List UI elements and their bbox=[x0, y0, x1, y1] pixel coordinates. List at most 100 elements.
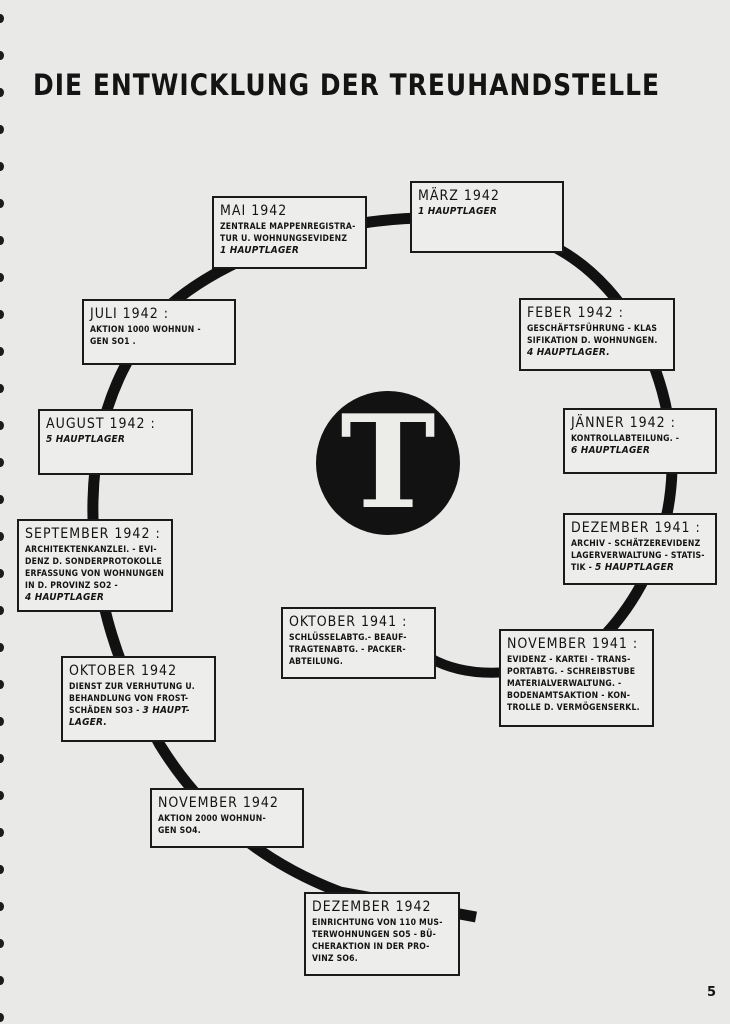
entry-text: EINRICHTUNG VON 110 MUS- bbox=[312, 918, 443, 928]
entry-hauptlager-count: 5 HAUPTLAGER bbox=[46, 434, 126, 445]
entry-line: ARCHIV - SCHÄTZEREVIDENZ bbox=[571, 538, 709, 550]
binding-hole bbox=[0, 939, 4, 948]
entry-line: BEHANDLUNG VON FROST- bbox=[69, 693, 208, 705]
entry-text: CHERAKTION IN DER PRO- bbox=[312, 942, 430, 952]
page-number: 5 bbox=[707, 985, 717, 1000]
entry-line: KONTROLLABTEILUNG. - bbox=[571, 433, 709, 445]
entry-text: TIK - bbox=[571, 563, 595, 573]
entry-hauptlager-count: 1 HAUPTLAGER bbox=[220, 245, 300, 256]
entry-date: SEPTEMBER 1942 : bbox=[25, 526, 161, 542]
entry-text: IN D. PROVINZ SO2 - bbox=[25, 581, 118, 591]
entry-text: MATERIALVERWALTUNG. - bbox=[507, 679, 622, 689]
entry-date: OKTOBER 1942 bbox=[69, 663, 178, 679]
entry-line: ZENTRALE MAPPENREGISTRA- bbox=[220, 221, 359, 233]
page-title: DIE ENTWICKLUNG DER TREUHANDSTELLE bbox=[33, 68, 661, 102]
entry-line: TRAGTENABTG. - PACKER- bbox=[289, 644, 428, 656]
entry-text: SCHLÜSSELABTG.- BEAUF- bbox=[289, 633, 407, 643]
entry-date: JULI 1942 : bbox=[90, 306, 169, 322]
logo-letter: T bbox=[340, 388, 436, 538]
entry-hauptlager-count: LAGER. bbox=[69, 717, 107, 728]
binding-hole bbox=[0, 680, 4, 689]
entry-hauptlager-count: 4 HAUPTLAGER bbox=[25, 592, 105, 603]
entry-date: DEZEMBER 1941 : bbox=[571, 520, 701, 536]
entry-line: ARCHITEKTENKANZLEI. - EVI- bbox=[25, 544, 165, 556]
entry-line: AKTION 2000 WOHNUN- bbox=[158, 813, 296, 825]
entry-text: LAGERVERWALTUNG - STATIS- bbox=[571, 551, 705, 561]
entry-date: MAI 1942 bbox=[220, 203, 288, 219]
entry-text: ZENTRALE MAPPENREGISTRA- bbox=[220, 222, 356, 232]
entry-text: EVIDENZ - KARTEI - TRANS- bbox=[507, 655, 631, 665]
entry-text: BEHANDLUNG VON FROST- bbox=[69, 694, 189, 704]
binding-hole bbox=[0, 458, 4, 467]
timeline-entry-oktober-1941: OKTOBER 1941 : SCHLÜSSELABTG.- BEAUF- TRAG… bbox=[281, 607, 436, 679]
entry-date: FEBER 1942 : bbox=[527, 305, 624, 321]
timeline-entry-feber-1942: FEBER 1942 : GESCHÄFTSFÜHRUNG - KLAS SIFIK… bbox=[519, 298, 675, 371]
entry-line: BODENAMTSAKTION - KON- bbox=[507, 690, 646, 702]
entry-line: LAGERVERWALTUNG - STATIS- bbox=[571, 550, 709, 562]
entry-hauptlager-count: 5 HAUPTLAGER bbox=[594, 562, 674, 573]
entry-line: MATERIALVERWALTUNG. - bbox=[507, 678, 646, 690]
entry-date: NOVEMBER 1942 bbox=[158, 795, 279, 811]
entry-text: VINZ SO6. bbox=[312, 954, 358, 964]
entry-line: AKTION 1000 WOHNUN - bbox=[90, 324, 228, 336]
entry-date: AUGUST 1942 : bbox=[46, 416, 156, 432]
binding-hole bbox=[0, 791, 4, 800]
entry-text: KONTROLLABTEILUNG. - bbox=[571, 434, 680, 444]
timeline-entry-jaenner-1942: JÄNNER 1942 : KONTROLLABTEILUNG. -6 HAUPT… bbox=[563, 408, 717, 474]
entry-line: TUR U. WOHNUNGSEVIDENZ bbox=[220, 233, 359, 245]
entry-line: PORTABTG. - SCHREIBSTUBE bbox=[507, 666, 646, 678]
entry-text: TUR U. WOHNUNGSEVIDENZ bbox=[220, 234, 348, 244]
timeline-start-arc bbox=[427, 653, 509, 678]
binding-hole bbox=[0, 754, 4, 763]
timeline-entry-november-1941: NOVEMBER 1941 : EVIDENZ - KARTEI - TRANS-… bbox=[499, 629, 654, 727]
entry-date: OKTOBER 1941 : bbox=[289, 614, 408, 630]
binding-hole bbox=[0, 902, 4, 911]
entry-hauptlager-count: 6 HAUPTLAGER bbox=[571, 445, 651, 456]
entry-date: NOVEMBER 1941 : bbox=[507, 636, 639, 652]
entry-line: DIENST ZUR VERHUTUNG U. bbox=[69, 681, 208, 693]
entry-date: JÄNNER 1942 : bbox=[571, 415, 676, 431]
binding-hole bbox=[0, 125, 4, 134]
entry-text: SIFIKATION D. WOHNUNGEN. bbox=[527, 336, 658, 346]
entry-text: AKTION 1000 WOHNUN - bbox=[90, 325, 201, 335]
binding-hole bbox=[0, 51, 4, 60]
entry-line: 4 HAUPTLAGER. bbox=[527, 347, 667, 359]
timeline-entry-dezember-1941: DEZEMBER 1941 : ARCHIV - SCHÄTZEREVIDENZ L… bbox=[563, 513, 717, 585]
binding-hole bbox=[0, 865, 4, 874]
entry-text: TRAGTENABTG. - PACKER- bbox=[289, 645, 406, 655]
entry-line: LAGER. bbox=[69, 717, 208, 729]
binding-hole bbox=[0, 717, 4, 726]
binding-hole bbox=[0, 643, 4, 652]
entry-line: 1 HAUPTLAGER bbox=[220, 245, 359, 257]
timeline-entry-august-1942: AUGUST 1942 : 5 HAUPTLAGER bbox=[38, 409, 193, 475]
entry-line: TERWOHNUNGEN SO5 - BÜ- bbox=[312, 929, 452, 941]
binding-hole bbox=[0, 273, 4, 282]
binding-hole bbox=[0, 347, 4, 356]
binding-hole bbox=[0, 88, 4, 97]
entry-line: IN D. PROVINZ SO2 - bbox=[25, 580, 165, 592]
entry-hauptlager-count: 4 HAUPTLAGER. bbox=[527, 347, 610, 358]
entry-text: DIENST ZUR VERHUTUNG U. bbox=[69, 682, 195, 692]
entry-line: EINRICHTUNG VON 110 MUS- bbox=[312, 917, 452, 929]
entry-text: ARCHIV - SCHÄTZEREVIDENZ bbox=[571, 539, 701, 549]
entry-text: PORTABTG. - SCHREIBSTUBE bbox=[507, 667, 636, 677]
binding-hole bbox=[0, 828, 4, 837]
entry-text: ERFASSUNG VON WOHNUNGEN bbox=[25, 569, 165, 579]
entry-line: GEN SO1 . bbox=[90, 336, 228, 348]
entry-text: GEN SO1 . bbox=[90, 337, 136, 347]
entry-text: DENZ D. SONDERPROTOKOLLE bbox=[25, 557, 162, 567]
timeline-entry-september-1942: SEPTEMBER 1942 : ARCHITEKTENKANZLEI. - EV… bbox=[17, 519, 173, 612]
entry-text: GESCHÄFTSFÜHRUNG - KLAS bbox=[527, 324, 658, 334]
entry-line: ABTEILUNG. bbox=[289, 656, 428, 668]
entry-date: DEZEMBER 1942 bbox=[312, 899, 432, 915]
entry-line: SIFIKATION D. WOHNUNGEN. bbox=[527, 335, 667, 347]
entry-line: SCHLÜSSELABTG.- BEAUF- bbox=[289, 632, 428, 644]
treuhandstelle-logo: T bbox=[316, 391, 460, 535]
binding-hole bbox=[0, 606, 4, 615]
entry-line: 4 HAUPTLAGER bbox=[25, 592, 165, 604]
entry-line: 6 HAUPTLAGER bbox=[571, 445, 709, 457]
entry-line: GEN SO4. bbox=[158, 825, 296, 837]
entry-date: MÄRZ 1942 bbox=[418, 188, 500, 204]
